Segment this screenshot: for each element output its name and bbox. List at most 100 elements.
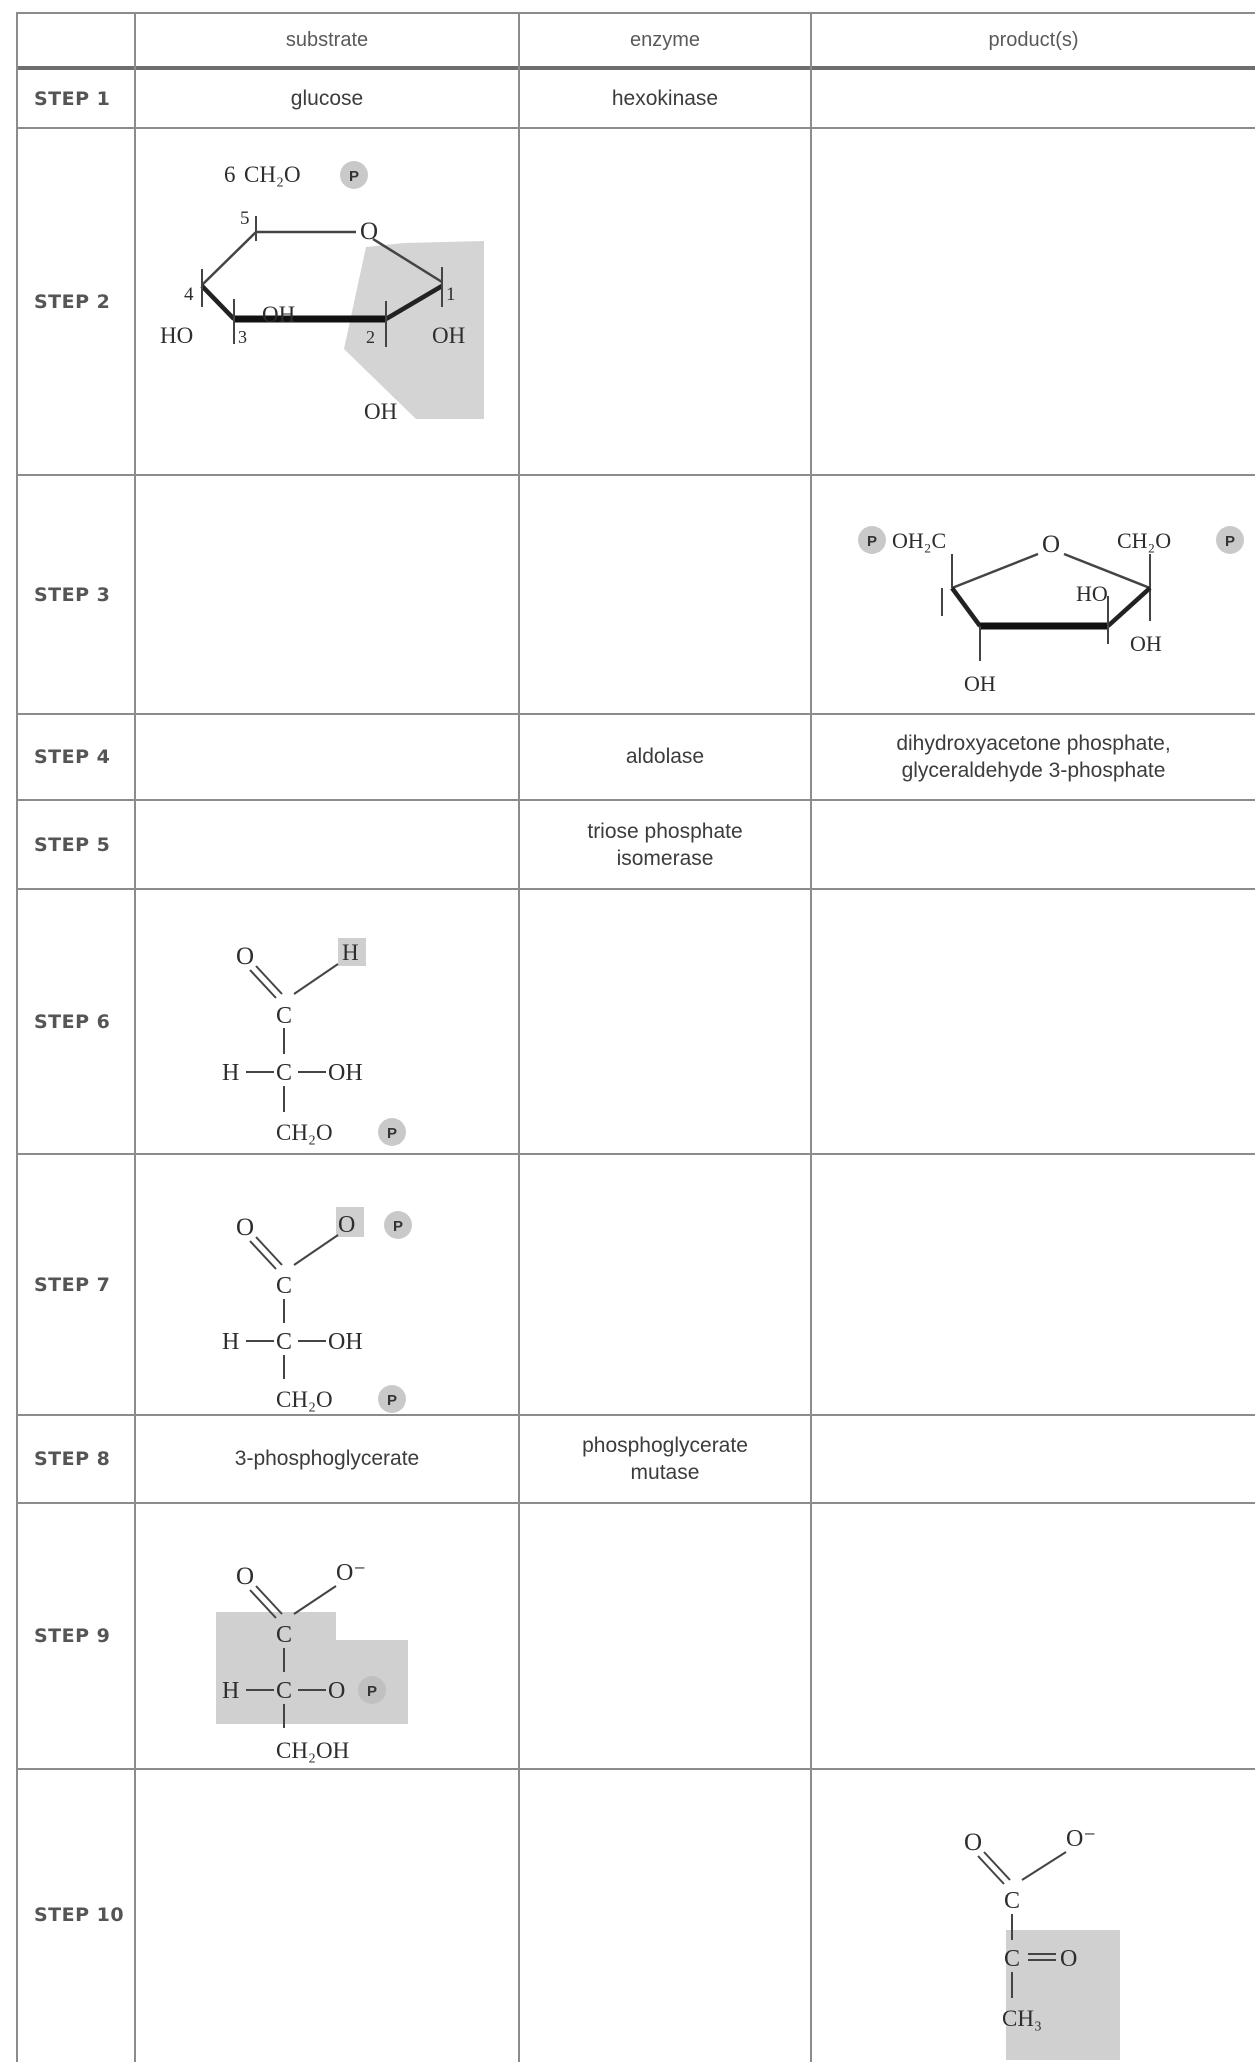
highlight-shading [344, 241, 484, 419]
carbon-number-3: 3 [238, 327, 247, 347]
enzyme-cell: hexokinase [611, 86, 719, 110]
hydrogen: H [222, 1678, 239, 1704]
carbon-number-2: 2 [366, 327, 375, 347]
carbon-number-4: 4 [184, 284, 194, 305]
phosphate-icon [358, 1676, 386, 1704]
enzyme-cell: triose phosphate isomerase [587, 819, 743, 870]
hydroxyl-c3: OH [262, 302, 295, 327]
phosphate-label: P [393, 1218, 403, 1235]
phosphate-label: P [1225, 533, 1235, 550]
enzyme-cell: aldolase [625, 745, 705, 768]
2-phosphoglycerate-structure: O O⁻ C H C O P CH₂OH [216, 1560, 408, 1763]
highlight-shading [338, 938, 366, 966]
carbon-1: C [1004, 1888, 1020, 1914]
enzyme-cell: phosphoglycerate mutase [582, 1434, 748, 1484]
products-cell: dihydroxyacetone phosphate, glyceraldehy… [896, 732, 1171, 782]
phosphate-icon [858, 526, 886, 554]
phosphate-icon [378, 1385, 406, 1413]
row-divider [16, 888, 1255, 890]
phosphate-icon [1216, 526, 1244, 554]
row-divider [16, 474, 1255, 476]
carbonyl-oxygen: O [236, 1563, 254, 1590]
step-label: STEP 2 [34, 290, 111, 313]
hydrogen: H [222, 1329, 239, 1355]
ring-oxygen: O [1042, 531, 1060, 558]
step-label: STEP 8 [34, 1448, 111, 1470]
column-divider [16, 12, 18, 2062]
table-top-border [16, 12, 1255, 14]
step-label: STEP 10 [34, 1904, 125, 1926]
1-3-bisphosphoglycerate-structure: O O P C H C OH CH₂O P [222, 1207, 412, 1413]
row-divider [16, 713, 1255, 715]
ch3-label: CH₃ [1002, 2006, 1042, 2031]
carbon-2: C [276, 1060, 292, 1086]
hydroxyl-c2: OH [364, 399, 397, 424]
ester-oxygen: O [338, 1212, 355, 1238]
phosphate-icon [384, 1211, 412, 1239]
carbon-2: C [276, 1678, 292, 1704]
step-label: STEP 6 [34, 1010, 111, 1033]
carbon-number-5: 5 [240, 208, 250, 229]
carbon-number-6: 6 [224, 162, 236, 187]
highlight-shading [216, 1612, 408, 1724]
carbon-2: C [1004, 1946, 1020, 1972]
ch2o-label: CH₂O [276, 1120, 333, 1145]
carbon-1: C [276, 1003, 292, 1029]
carboxylate-oxygen: O⁻ [336, 1560, 366, 1586]
step-label: STEP 4 [34, 746, 111, 768]
column-divider [518, 12, 520, 2062]
phosphate-icon [340, 161, 368, 189]
carbon-1: C [276, 1273, 292, 1299]
step-label: STEP 7 [34, 1273, 111, 1296]
row-divider [16, 127, 1255, 129]
ring-oxygen: O [360, 218, 378, 245]
hydroxyl: OH [328, 1329, 363, 1355]
highlight-shading [336, 1207, 364, 1237]
carbon-1: C [276, 1622, 292, 1648]
row-divider [16, 1768, 1255, 1770]
header-bottom-border [16, 66, 1255, 70]
step-label: STEP 5 [34, 833, 111, 856]
header-enzyme: enzyme [629, 29, 701, 51]
column-divider [134, 12, 136, 2062]
substrate-cell: 3-phosphoglycerate [234, 1447, 420, 1470]
hydroxyl-c4: HO [160, 323, 193, 348]
hydrogen: H [222, 1060, 239, 1086]
fructose-1-6-bisphosphate-structure: P OH₂C O CH₂O P HO OH OH [858, 526, 1244, 696]
header-products: product(s) [988, 29, 1079, 51]
pyruvate-structure: O O⁻ C C O CH₃ [964, 1826, 1120, 2060]
hydroxyl: OH [328, 1060, 363, 1086]
header-substrate: substrate [285, 29, 369, 51]
step-label: STEP 9 [34, 1625, 111, 1647]
phosphate-icon [378, 1118, 406, 1146]
ch2o-label: CH₂O [276, 1387, 333, 1412]
phosphate-label: P [387, 1392, 397, 1409]
ch2oh-label: CH₂OH [276, 1738, 349, 1763]
step-label: STEP 1 [34, 87, 111, 110]
carbon-number-1: 1 [446, 284, 456, 305]
phosphate-label: P [349, 168, 359, 185]
oh2c-label: OH₂C [892, 528, 946, 553]
glucose-6-phosphate-structure: 6 CH₂O P 5 O 4 OH HO 3 2 1 OH OH [160, 161, 484, 424]
row-divider [16, 1153, 1255, 1155]
glyceraldehyde-3-phosphate-structure: O H C H C OH CH₂O P [222, 938, 406, 1146]
carbonyl-oxygen: O [236, 1214, 254, 1241]
phosphate-label: P [367, 1683, 377, 1700]
hydroxyl-right: OH [1130, 631, 1162, 656]
carboxylate-oxygen: O⁻ [1066, 1826, 1096, 1852]
row-divider [16, 799, 1255, 801]
row-divider [16, 1502, 1255, 1504]
substrate-cell: glucose [290, 86, 364, 110]
keto-oxygen: O [1060, 1946, 1077, 1972]
highlight-shading [1006, 1930, 1120, 2060]
hydroxyl-bottom: OH [964, 671, 996, 696]
row-divider [16, 1414, 1255, 1416]
phosphate-label: P [867, 533, 877, 550]
aldehyde-hydrogen: H [342, 940, 359, 965]
ch2o-label: CH₂O [1117, 528, 1171, 553]
ch2o-label: CH₂O [244, 162, 301, 187]
hydroxyl-c1: OH [432, 323, 465, 348]
phosphate-label: P [387, 1125, 397, 1142]
hydroxyl-ho: HO [1076, 581, 1108, 606]
